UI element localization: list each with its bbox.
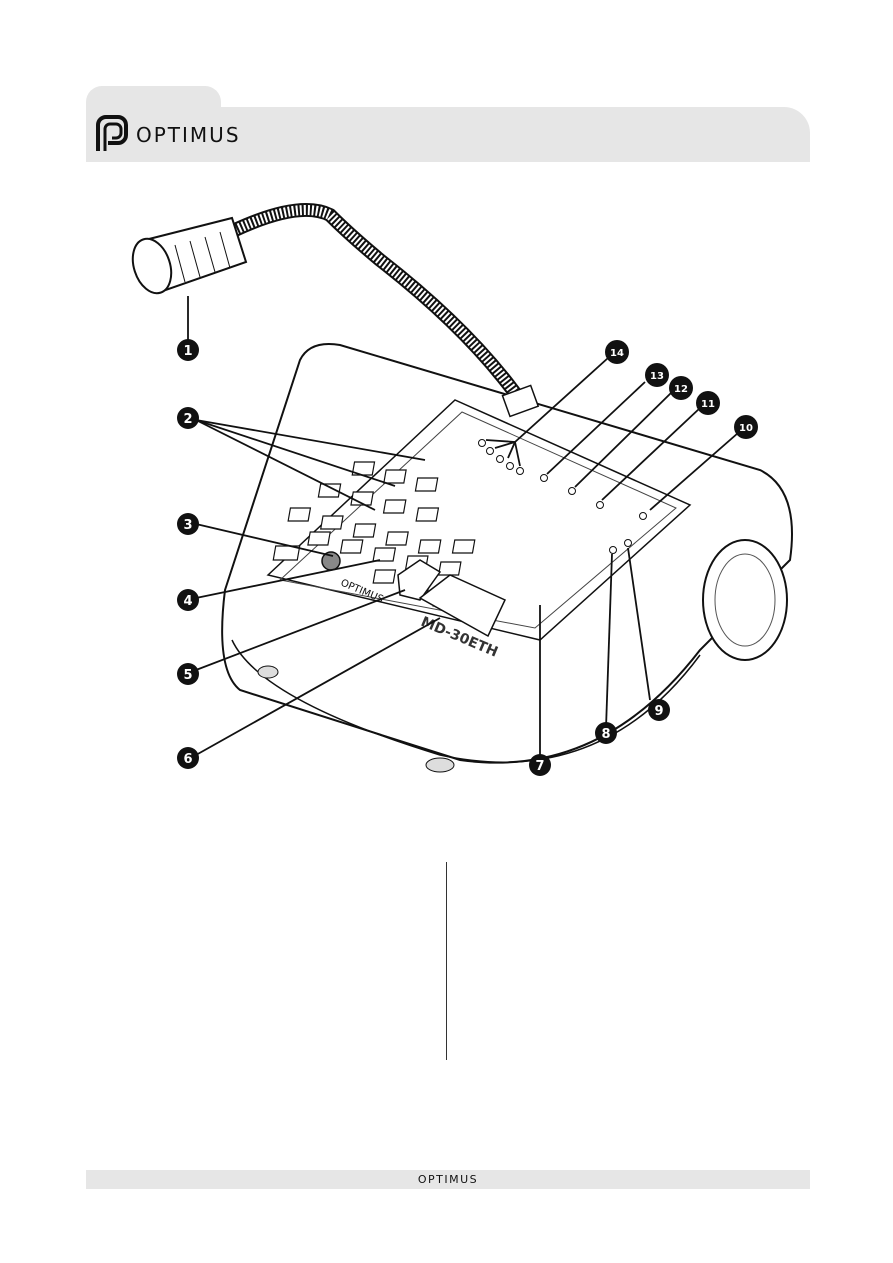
callout-12: 12: [669, 376, 693, 400]
svg-text:4: 4: [183, 594, 192, 609]
optimus-logo-icon: [96, 115, 128, 151]
svg-text:14: 14: [610, 348, 624, 359]
svg-text:2: 2: [183, 412, 192, 427]
callout-13: 13: [645, 363, 669, 387]
callout-8: 8: [595, 722, 617, 744]
svg-text:7: 7: [535, 759, 544, 774]
svg-text:11: 11: [701, 399, 715, 410]
callout-3: 3: [177, 513, 199, 535]
header-bar: [86, 107, 810, 162]
microphone-head: [131, 216, 248, 295]
callout-5: 5: [177, 663, 199, 685]
svg-text:13: 13: [650, 371, 664, 382]
svg-text:9: 9: [654, 704, 663, 719]
callout-7: 7: [529, 754, 551, 776]
footer-brand: OPTIMUS: [417, 1173, 479, 1186]
callout-14: 14: [605, 340, 629, 364]
header-brand-text: OPTIMUS: [136, 123, 241, 147]
callout-9: 9: [648, 699, 670, 721]
column-divider: [446, 862, 447, 1060]
svg-text:5: 5: [183, 668, 192, 683]
leader-lines: [187, 296, 739, 756]
callout-4: 4: [177, 589, 199, 611]
header-logo: OPTIMUS: [94, 115, 241, 155]
callout-10: 10: [734, 415, 758, 439]
device-illustration: OPTIMUS MD-30ETH 1 2 3 4 5 6 7 8 9 10 1: [131, 203, 793, 776]
side-speaker: [702, 539, 788, 661]
status-leds: [478, 439, 647, 554]
svg-text:3: 3: [183, 518, 192, 533]
callout-6: 6: [177, 747, 199, 769]
callout-markers: 1 2 3 4 5 6 7 8 9 10 11 12 13 14: [177, 339, 758, 776]
svg-text:6: 6: [183, 752, 192, 767]
callout-1: 1: [177, 339, 199, 361]
svg-text:1: 1: [183, 344, 192, 359]
footer-bar: OPTIMUS: [86, 1170, 810, 1189]
svg-text:10: 10: [739, 423, 753, 434]
svg-text:8: 8: [601, 727, 610, 742]
svg-text:12: 12: [674, 384, 688, 395]
callout-11: 11: [696, 391, 720, 415]
ptt-key-large: [418, 574, 507, 638]
callout-2: 2: [177, 407, 199, 429]
